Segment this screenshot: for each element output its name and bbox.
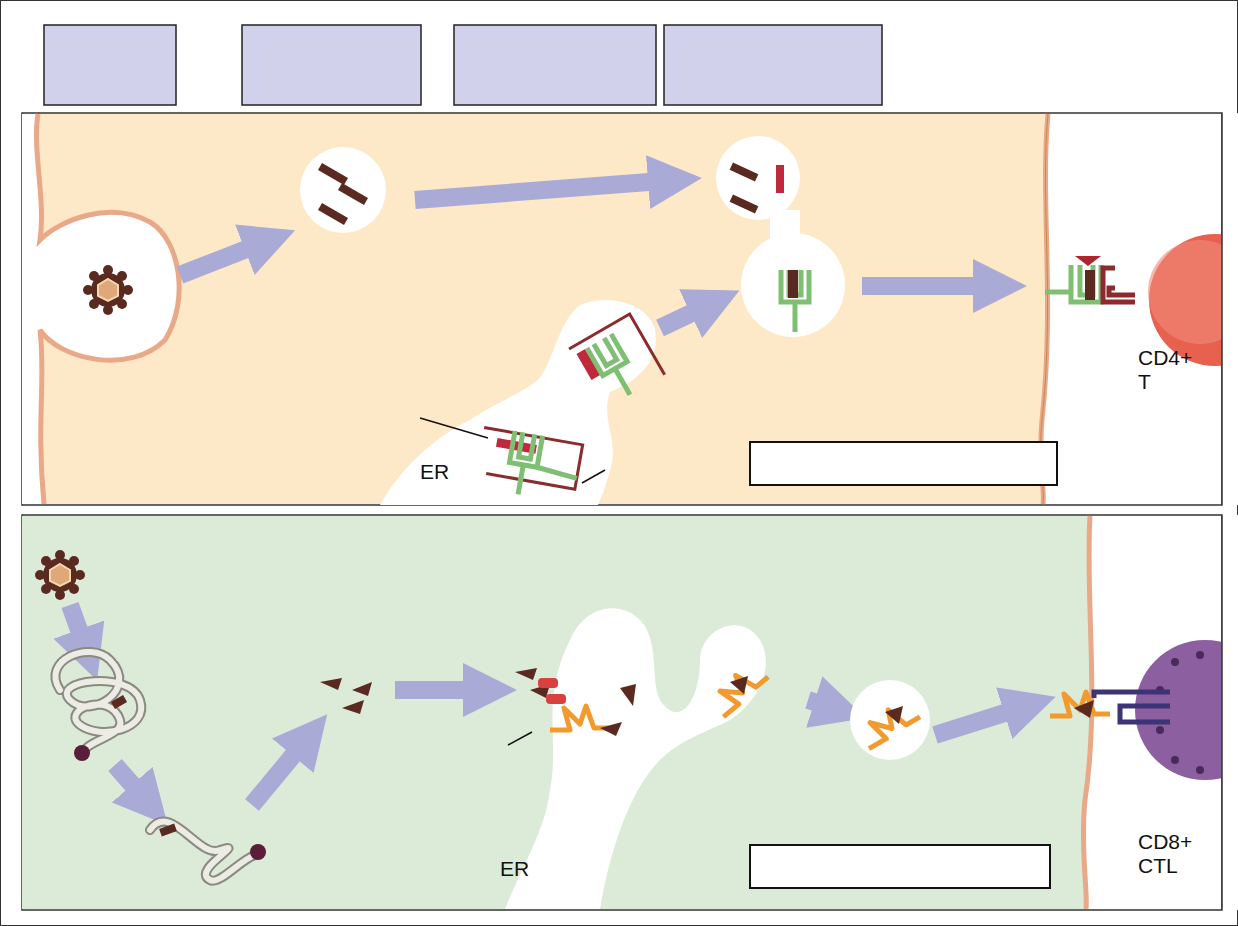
er-label: ER (500, 857, 560, 881)
er-label: ER (420, 460, 480, 484)
cell-label: CD4+ T (1138, 346, 1198, 394)
cell-label: CD8+ CTL (1138, 830, 1218, 878)
